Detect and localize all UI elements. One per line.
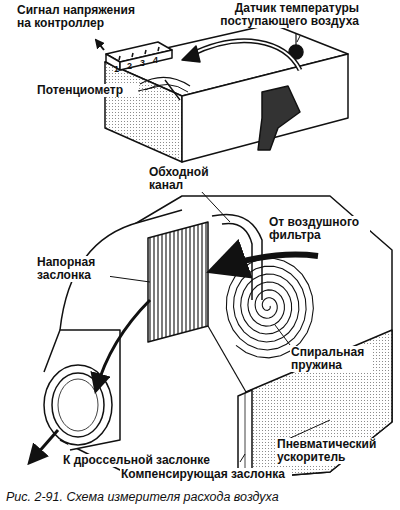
part-label: Пневматический ускоритель [276, 438, 396, 464]
part-label: К дроссельной заслонке [62, 454, 224, 467]
sensor-label: Датчик температуры поступающего воздуха [178, 2, 360, 28]
pin-number: 4 [152, 55, 164, 65]
figure-caption: Рис. 2-91. Схема измерителя расхода возд… [6, 490, 279, 504]
pin-number: 2 [126, 61, 138, 71]
part-label: Напорная заслонка [36, 256, 110, 282]
part-label: От воздушного фильтра [268, 216, 370, 242]
part-label: Спиральная пружина [290, 346, 372, 372]
part-label: Компенсирующая заслонка [120, 468, 292, 481]
pin-number: 3 [139, 58, 151, 68]
part-label: Обходной канал [148, 166, 222, 192]
leader-lines [107, 36, 330, 462]
part-label: Потенциометр [36, 84, 138, 97]
spring-coil [226, 258, 313, 358]
pin-number: 1 [113, 64, 125, 74]
spiral-spring [226, 258, 313, 358]
air-flow-arrows [30, 255, 318, 462]
signal-label: Сигнал напряжения на контроллер [16, 4, 146, 30]
